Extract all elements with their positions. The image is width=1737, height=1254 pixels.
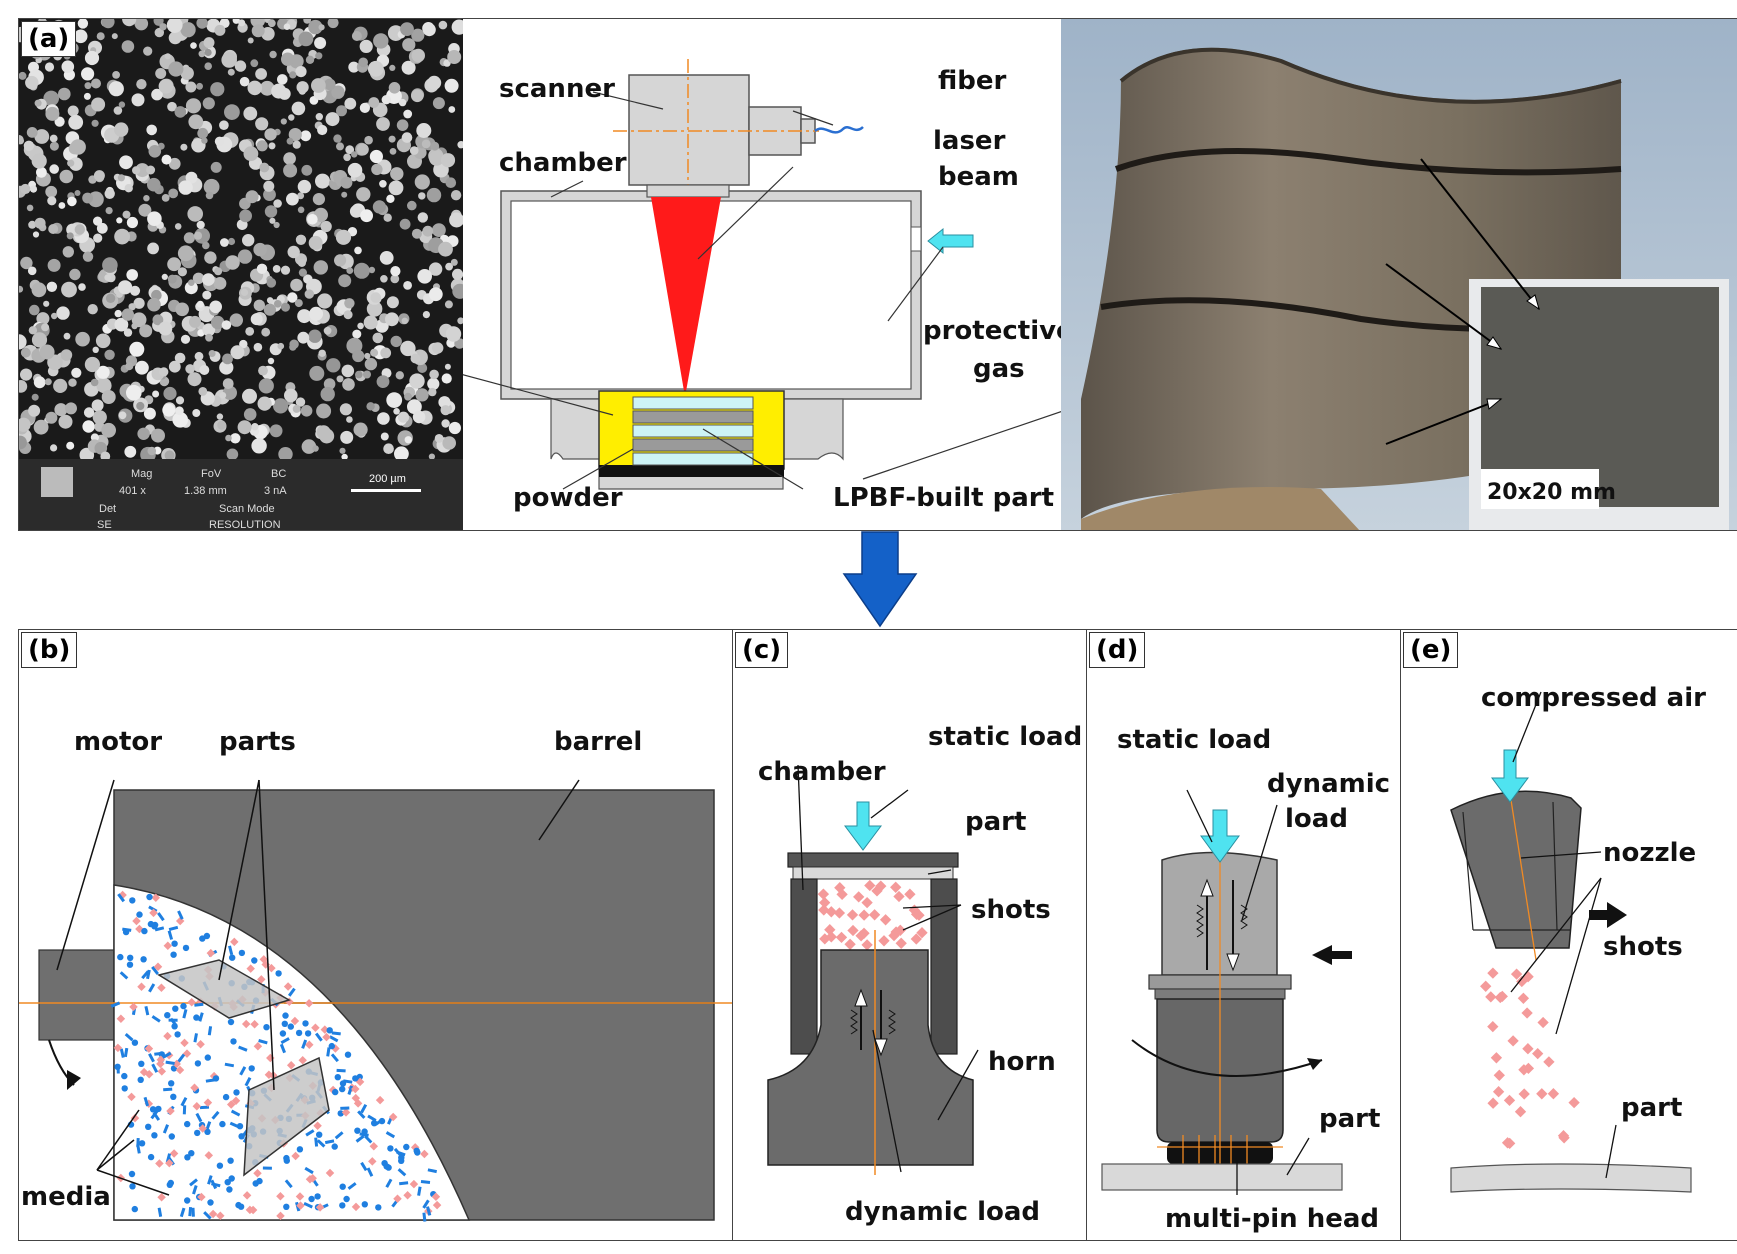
- label-d-static: static load: [1117, 725, 1271, 755]
- laser-beam: [651, 197, 721, 397]
- motor-shaft: [38, 949, 115, 1041]
- label-scanner: scanner: [499, 74, 615, 104]
- label-d-load: load: [1285, 804, 1348, 834]
- sem-fov-value: 1.38 mm: [184, 485, 227, 497]
- label-laser: laser: [933, 126, 1006, 156]
- sem-det-label: Det: [99, 503, 116, 515]
- multi-pin-peening-diagram: static load dynamic load part multi-pin …: [1101, 725, 1390, 1234]
- scanner-box: [628, 74, 750, 186]
- panel-e: (e) compressed air nozzle shots part: [1400, 629, 1737, 1241]
- fiber-cable: [814, 126, 864, 134]
- label-d-head: multi-pin head: [1165, 1204, 1379, 1234]
- sem-mag-label: Mag: [131, 468, 152, 480]
- c-static-arrow: [844, 801, 882, 851]
- sem-bc-label: BC: [271, 468, 286, 480]
- label-e-nozzle: nozzle: [1603, 838, 1696, 868]
- label-protective: protective: [923, 316, 1063, 346]
- panel-b-tag: (b): [21, 632, 78, 668]
- panel-d: (d) static lo: [1086, 629, 1401, 1241]
- label-parts: parts: [219, 727, 296, 757]
- e-shots: [1480, 967, 1580, 1150]
- lpbf-schematic: scanner fiber chamber laser beam protect…: [463, 59, 1063, 513]
- label-c-static: static load: [928, 722, 1082, 752]
- panel-a: (a) Mag 401 x FoV 1.38 mm BC 3 nA 200 µm…: [18, 18, 1737, 531]
- label-d-part: part: [1319, 1104, 1380, 1134]
- panel-b: (b) motor parts barrel media: [18, 629, 733, 1241]
- sem-scalebar-label: 200 µm: [369, 473, 406, 485]
- label-c-horn: horn: [988, 1047, 1056, 1077]
- label-c-part: part: [965, 807, 1026, 837]
- label-e-air: compressed air: [1481, 683, 1706, 713]
- label-c-shots: shots: [971, 895, 1051, 925]
- sem-micrograph: Mag 401 x FoV 1.38 mm BC 3 nA 200 µm Det…: [19, 19, 463, 531]
- panel-d-tag: (d): [1089, 632, 1146, 668]
- sem-logo: [41, 467, 73, 497]
- sem-info-bar: [19, 459, 463, 530]
- c-shots: [817, 879, 928, 951]
- d-static-arrow: [1200, 809, 1240, 863]
- horn: [767, 949, 974, 1166]
- gas-arrow: [927, 227, 974, 255]
- label-lpbf-part: LPBF-built part: [833, 483, 1054, 513]
- panel-c-tag: (c): [735, 632, 789, 668]
- label-d-dynamic: dynamic: [1267, 769, 1390, 799]
- sem-mag-value: 401 x: [119, 485, 146, 497]
- label-chamber: chamber: [499, 148, 627, 178]
- ultrasonic-shot-peening-diagram: static load chamber part shots horn dyna…: [758, 722, 1082, 1227]
- label-fiber: fiber: [938, 66, 1007, 96]
- label-e-shots: shots: [1603, 932, 1683, 962]
- sem-bc-value: 3 nA: [264, 485, 287, 497]
- label-barrel: barrel: [554, 727, 642, 757]
- flow-arrow: [842, 531, 918, 628]
- label-powder: powder: [513, 483, 623, 513]
- sem-scalebar: [351, 489, 421, 492]
- label-e-part: part: [1621, 1093, 1682, 1123]
- label-c-chamber: chamber: [758, 757, 886, 787]
- sem-scanmode-value: RESOLUTION: [209, 519, 281, 531]
- e-motion-arrow: [1589, 902, 1627, 928]
- sem-det-value: SE: [97, 519, 112, 531]
- barrel-finishing-diagram: motor parts barrel media: [19, 727, 732, 1222]
- sem-fov-label: FoV: [201, 468, 222, 480]
- part-photo: 20x20 mm: [1061, 19, 1737, 530]
- panel-c: (c) static load chamber part shots ho: [732, 629, 1087, 1241]
- air-shot-peening-diagram: compressed air nozzle shots part: [1450, 683, 1706, 1193]
- chamber-wall-left: [790, 878, 818, 1055]
- label-gas: gas: [973, 354, 1025, 384]
- d-part: [1101, 1163, 1343, 1191]
- label-media: media: [21, 1182, 111, 1212]
- label-c-dynamic: dynamic load: [845, 1197, 1040, 1227]
- panel-e-tag: (e): [1403, 632, 1459, 668]
- e-nozzle: [1450, 790, 1582, 949]
- panel-a-tag: (a): [21, 21, 77, 57]
- slot-upper: [1115, 148, 1622, 176]
- label-motor: motor: [74, 727, 162, 757]
- part-block-2: [243, 1056, 330, 1177]
- sem-scanmode-label: Scan Mode: [219, 503, 275, 515]
- e-part: [1450, 1163, 1692, 1193]
- part-block-1: [157, 959, 291, 1019]
- label-size: 20x20 mm: [1487, 480, 1616, 505]
- label-beam: beam: [938, 162, 1019, 192]
